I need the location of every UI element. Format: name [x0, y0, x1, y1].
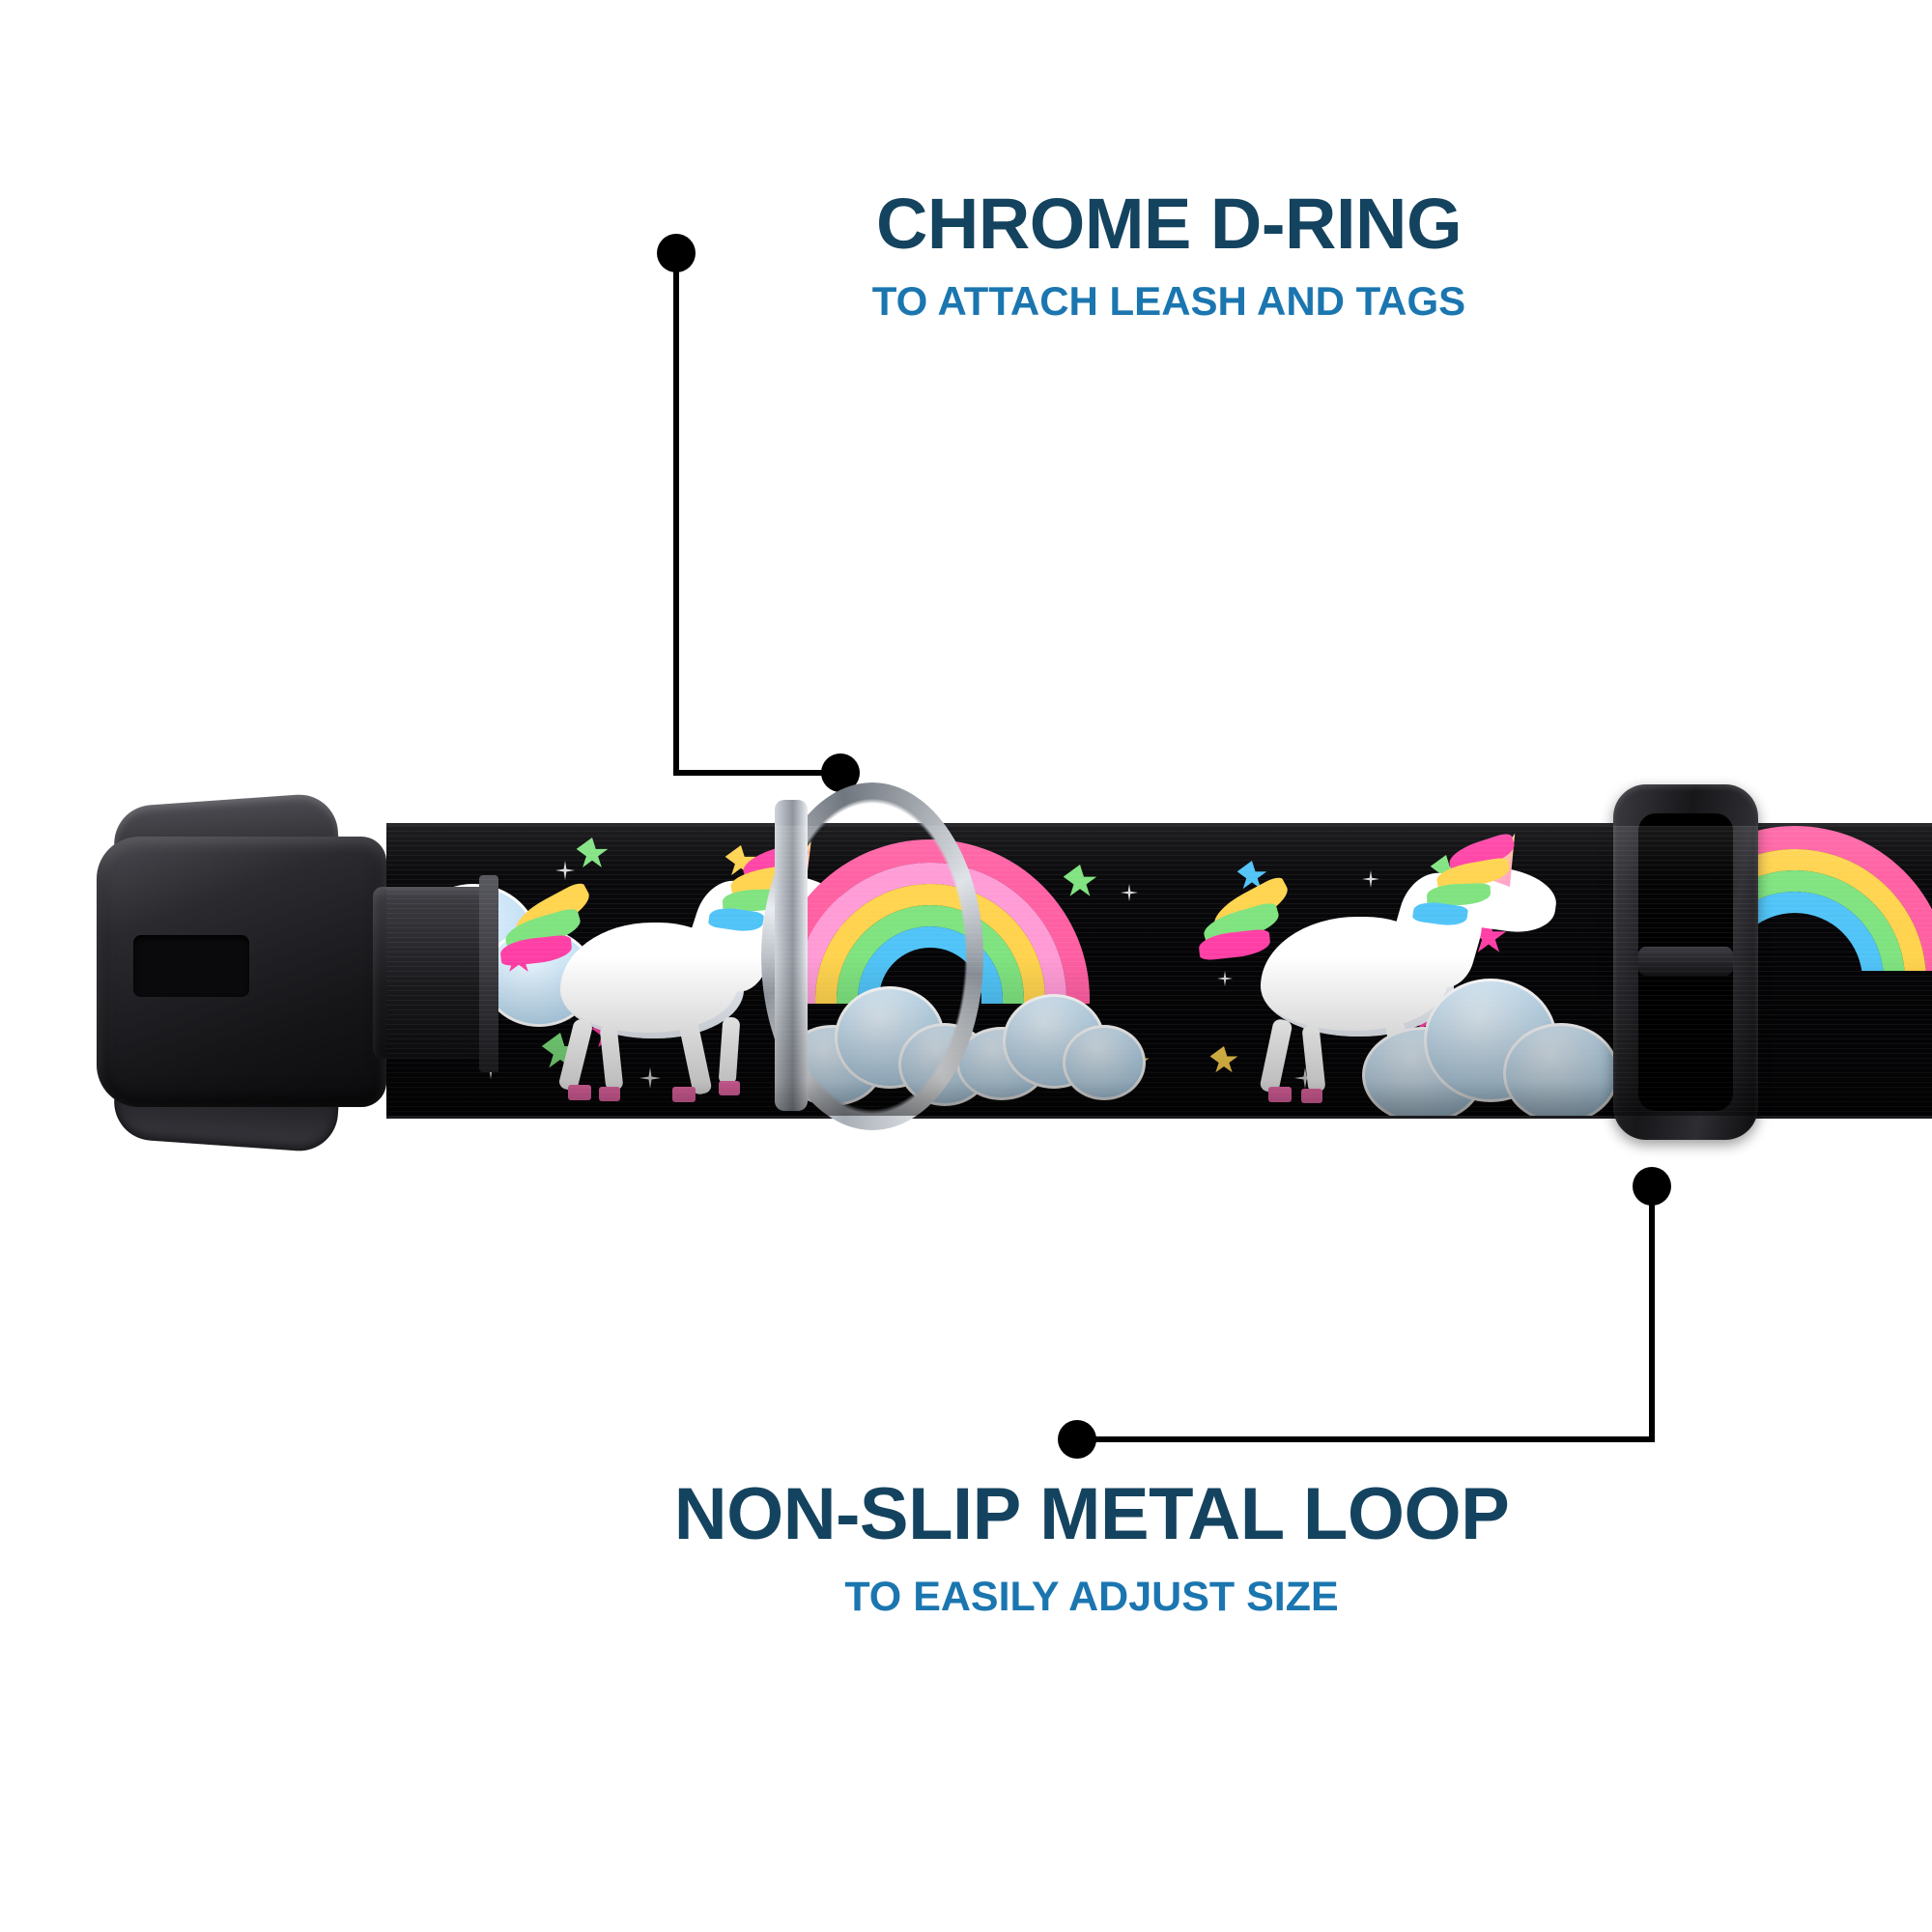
d-ring-straight-edge	[775, 800, 808, 1111]
chrome-d-ring[interactable]	[761, 782, 983, 1130]
cloud-motif	[1362, 969, 1619, 1116]
leader-dot-bottom-left	[1058, 1420, 1096, 1459]
callout-title-non-slip-metal-loop: NON-SLIP METAL LOOP	[673, 1473, 1510, 1555]
callout-chrome-d-ring: CHROME D-RING TO ATTACH LEASH AND TAGS	[734, 188, 1604, 322]
callout-non-slip-metal-loop: NON-SLIP METAL LOOP TO EASILY ADJUST SIZ…	[522, 1478, 1662, 1618]
buckle-edge	[479, 875, 498, 1072]
metal-slider-loop[interactable]	[1613, 784, 1758, 1140]
callout-subtitle-non-slip-metal-loop: TO EASILY ADJUST SIZE	[844, 1574, 1339, 1620]
side-release-buckle[interactable]	[87, 790, 531, 1153]
callout-subtitle-chrome-d-ring: TO ATTACH LEASH AND TAGS	[871, 278, 1466, 324]
leader-dot-top-left	[657, 234, 696, 272]
cloud-motif	[956, 986, 1146, 1102]
callout-title-chrome-d-ring: CHROME D-RING	[875, 184, 1463, 264]
unicorn-motif	[498, 855, 860, 1102]
slider-center-bar	[1638, 947, 1733, 976]
buckle-neck	[373, 887, 489, 1059]
sparkle-motif	[1121, 884, 1138, 901]
dog-collar-product	[0, 773, 1932, 1314]
buckle-slot	[133, 935, 249, 997]
